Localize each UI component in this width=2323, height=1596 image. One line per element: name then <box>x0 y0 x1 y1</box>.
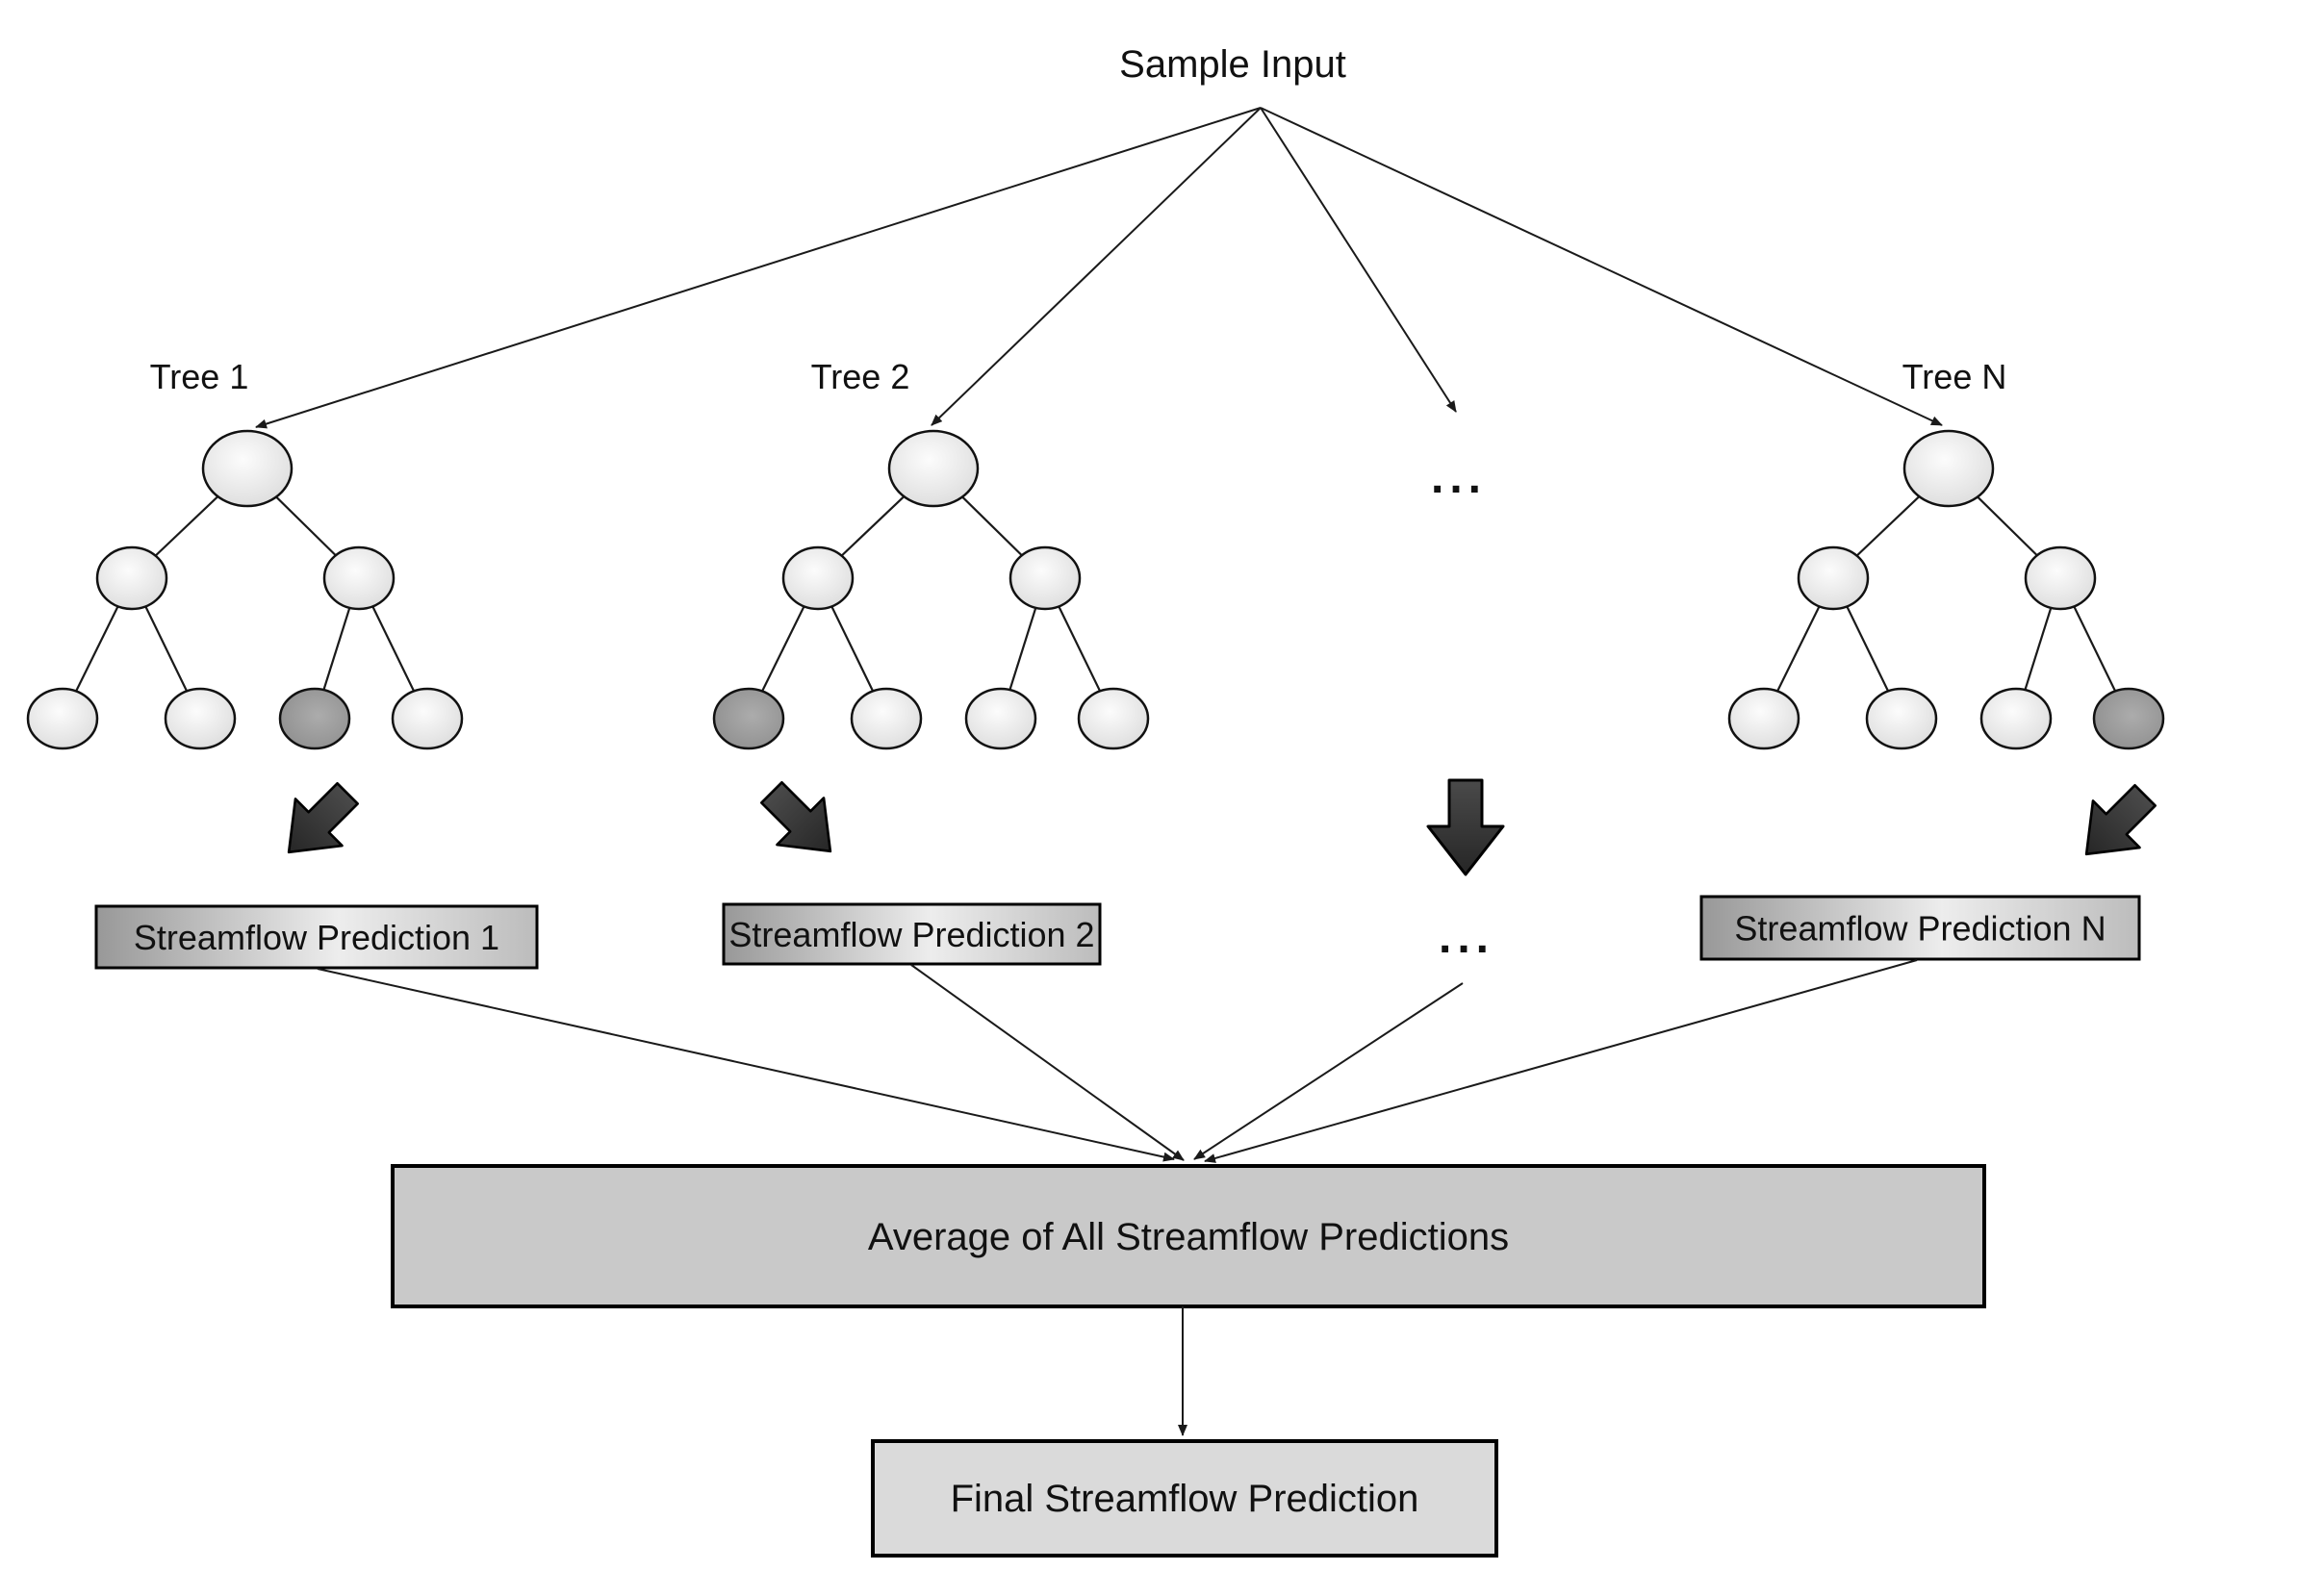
prediction-arrow <box>317 968 1175 1162</box>
prediction-box-label: Streamflow Prediction 2 <box>728 915 1094 954</box>
tree-node <box>322 545 396 611</box>
tree-2-label: Tree 2 <box>811 357 910 396</box>
input-arrow <box>931 107 1262 426</box>
tree-node <box>95 545 168 611</box>
final-box-label: Final Streamflow Prediction <box>951 1478 1419 1520</box>
average-box-label: Average of All Streamflow Predictions <box>868 1216 1509 1258</box>
input-fan-arrows <box>255 107 1943 429</box>
final-box <box>871 1439 1498 1558</box>
tree-node <box>1797 545 1870 611</box>
tree-node <box>781 545 855 611</box>
prediction-arrow <box>910 964 1185 1161</box>
tree-n: Tree N <box>1727 357 2165 750</box>
tree-output-arrows <box>287 778 2157 876</box>
converging-arrows <box>317 959 1918 1163</box>
block-arrow-down-icon <box>2084 783 2157 856</box>
tree-leaf-node-selected <box>278 687 351 750</box>
prediction-box-label: Streamflow Prediction 1 <box>134 918 499 957</box>
tree-leaf-node-selected <box>712 687 785 750</box>
tree-leaf-node <box>850 687 923 750</box>
tree-leaf-node <box>964 687 1037 750</box>
tree-1-label: Tree 1 <box>150 357 249 396</box>
tree-root-node <box>1902 429 1995 508</box>
input-arrow <box>1260 107 1457 413</box>
tree-1: Tree 1 <box>26 357 464 750</box>
ellipsis-trees: ... <box>1431 452 1487 503</box>
tree-n-label: Tree N <box>1902 357 2007 396</box>
tree-leaf-node <box>26 687 99 750</box>
tree-2: Tree 2 <box>712 357 1150 750</box>
prediction-box-rect <box>1699 895 2141 961</box>
tree-leaf-node-selected <box>2092 687 2165 750</box>
input-arrow <box>1260 107 1943 426</box>
block-arrow-down-icon <box>1426 778 1505 876</box>
block-arrow-down-icon <box>287 781 360 854</box>
prediction-box-2: Streamflow Prediction 2 <box>722 902 1102 966</box>
prediction-arrow <box>1193 982 1464 1160</box>
tree-root-node <box>201 429 294 508</box>
tree-leaf-node <box>391 687 464 750</box>
block-arrow-down-icon <box>759 780 832 853</box>
input-arrow <box>255 107 1262 429</box>
prediction-box-rect <box>94 904 539 970</box>
prediction-box-1: Streamflow Prediction 1 <box>94 904 539 970</box>
tree-leaf-node <box>1077 687 1150 750</box>
tree-root-node <box>887 429 980 508</box>
prediction-box-label: Streamflow Prediction N <box>1734 909 2106 949</box>
prediction-boxes: Streamflow Prediction 1 Streamflow Predic… <box>94 895 2141 970</box>
prediction-box-3: Streamflow Prediction N <box>1699 895 2141 961</box>
tree-leaf-node <box>1865 687 1938 750</box>
average-box <box>391 1164 1986 1308</box>
tree-leaf-node <box>164 687 237 750</box>
prediction-box-rect <box>722 902 1102 966</box>
ellipsis-predictions: ... <box>1439 912 1494 963</box>
tree-leaf-node <box>1727 687 1800 750</box>
sample-input-label: Sample Input <box>1119 43 1346 86</box>
decision-trees: Tree 1 Tree 2 Tree N <box>26 357 2165 750</box>
tree-node <box>2024 545 2097 611</box>
tree-leaf-node <box>1979 687 2053 750</box>
tree-node <box>1008 545 1082 611</box>
prediction-arrow <box>1204 959 1918 1163</box>
